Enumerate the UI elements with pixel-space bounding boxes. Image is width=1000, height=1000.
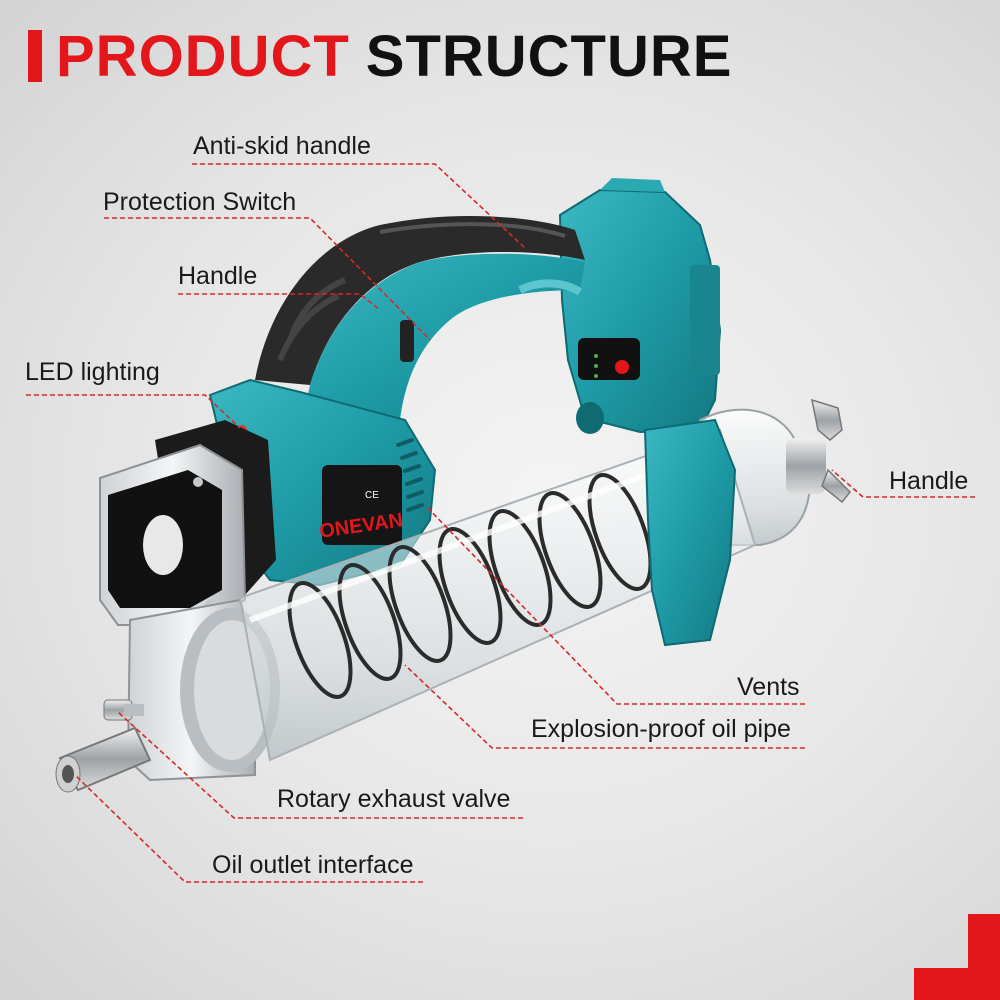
label-handle-top: Handle (178, 262, 258, 290)
corner-arrow-icon (914, 914, 1000, 1000)
battery-mount (558, 178, 722, 464)
label-oil-outlet-interface: Oil outlet interface (212, 851, 414, 879)
label-anti-skid-handle: Anti-skid handle (193, 132, 371, 160)
protection-switch (400, 320, 414, 362)
ce-mark: CE (365, 490, 379, 501)
title-word-product: PRODUCT (56, 23, 350, 89)
oil-outlet-interface (55, 726, 152, 793)
label-protection-switch: Protection Switch (103, 188, 297, 216)
pull-handle (811, 398, 843, 441)
label-vents: Vents (737, 673, 800, 701)
label-handle-right: Handle (889, 467, 969, 495)
label-explosion-proof-oil-pipe: Explosion-proof oil pipe (531, 715, 791, 743)
label-rotary-exhaust-valve: Rotary exhaust valve (277, 785, 511, 813)
front-end-plate (99, 443, 247, 626)
title-accent-bar (28, 30, 42, 82)
label-led-lighting: LED lighting (25, 358, 160, 386)
vents (396, 438, 424, 512)
page-title: PRODUCT STRUCTURE (28, 23, 733, 89)
pipe-clamp (643, 418, 737, 647)
title-word-structure: STRUCTURE (365, 23, 733, 89)
